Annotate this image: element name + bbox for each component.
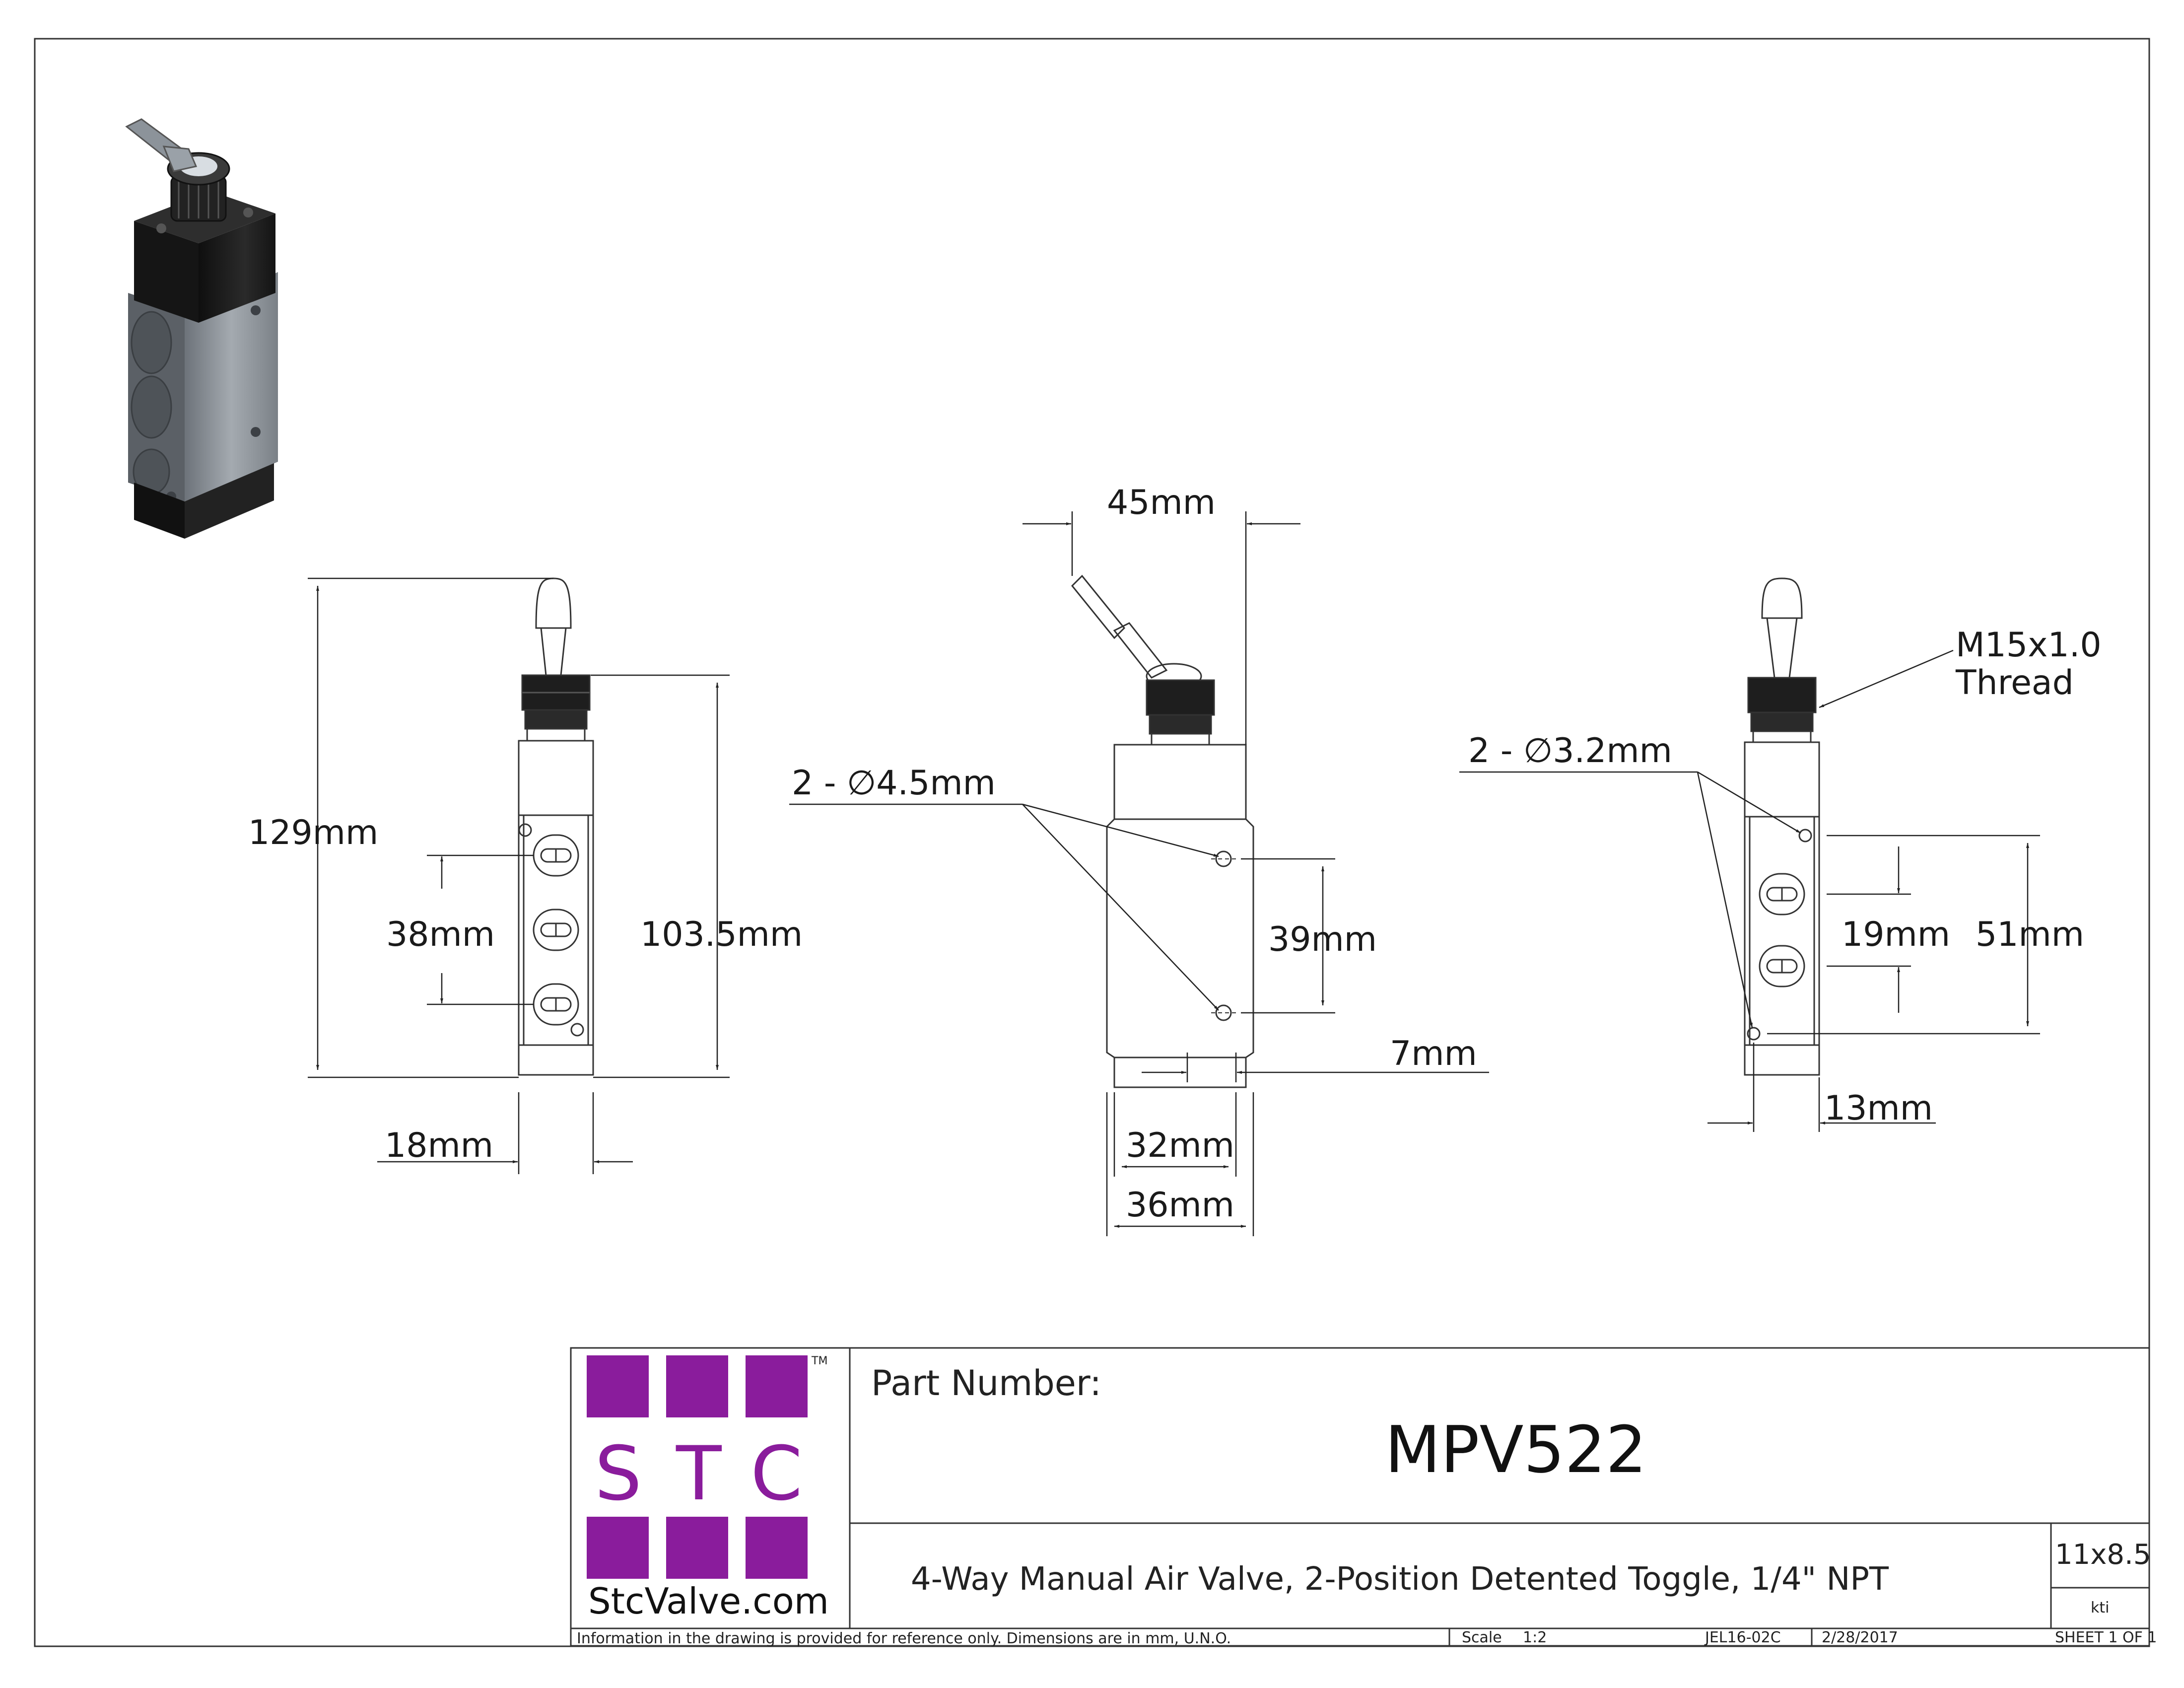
isometric-valve-view bbox=[125, 118, 278, 539]
front-dim-port-pitch: 38mm bbox=[386, 915, 495, 954]
part-description: 4-Way Manual Air Valve, 2-Position Deten… bbox=[911, 1561, 1889, 1598]
side-dim-hole-offset: 7mm bbox=[1390, 1034, 1477, 1073]
front-dim-body-height: 103.5mm bbox=[640, 915, 803, 954]
scale-label: Scale bbox=[1462, 1629, 1502, 1646]
back-dim-thread-line2: Thread bbox=[1955, 663, 2074, 703]
logo-square bbox=[587, 1355, 649, 1417]
title-block bbox=[570, 1347, 2150, 1647]
stc-logo bbox=[587, 1355, 808, 1579]
logo-square bbox=[587, 1517, 649, 1579]
back-dim-hole-callout: 2 - ∅3.2mm bbox=[1468, 731, 1672, 771]
logo-square bbox=[746, 1355, 808, 1417]
sheet-size: 11x8.5 bbox=[2055, 1539, 2151, 1571]
front-view bbox=[518, 577, 594, 1076]
logo-square bbox=[746, 1517, 808, 1579]
side-dim-hole-spacing: 39mm bbox=[1268, 920, 1377, 959]
logo-square bbox=[666, 1355, 728, 1417]
side-dim-outer-width: 36mm bbox=[1126, 1186, 1234, 1225]
front-dim-width: 18mm bbox=[385, 1126, 493, 1165]
side-view-dimensions bbox=[789, 511, 1489, 1236]
logo-letter-c: C bbox=[751, 1431, 803, 1517]
side-dim-hole-callout: 2 - ∅4.5mm bbox=[792, 764, 996, 803]
logo-url: StcValve.com bbox=[588, 1580, 829, 1622]
logo-trademark: TM bbox=[811, 1355, 827, 1367]
back-view-dimensions bbox=[1459, 649, 2040, 1132]
logo-letter-s: S bbox=[595, 1431, 642, 1517]
logo-letter-t: T bbox=[676, 1431, 722, 1517]
back-dim-hole-offset: 13mm bbox=[1824, 1089, 1933, 1128]
drawing-date: 2/28/2017 bbox=[1822, 1629, 1898, 1646]
side-view bbox=[1071, 574, 1254, 1088]
reference-note: Information in the drawing is provided f… bbox=[577, 1630, 1231, 1647]
front-view-dimensions bbox=[308, 577, 730, 1174]
back-dim-hole-spacing: 51mm bbox=[1976, 915, 2084, 954]
side-dim-handle-reach: 45mm bbox=[1107, 483, 1216, 522]
drawing-id: JEL16-02C bbox=[1704, 1629, 1781, 1646]
logo-square bbox=[666, 1517, 728, 1579]
scale-value: 1:2 bbox=[1523, 1629, 1547, 1646]
back-view bbox=[1744, 577, 1820, 1076]
back-dim-thread-line1: M15x1.0 bbox=[1956, 626, 2102, 665]
part-number: MPV522 bbox=[1385, 1412, 1647, 1487]
side-dim-inner-width: 32mm bbox=[1126, 1126, 1234, 1165]
sheet-count: SHEET 1 OF 1 bbox=[2055, 1629, 2157, 1646]
drawn-by: kti bbox=[2091, 1599, 2109, 1617]
part-number-label: Part Number: bbox=[871, 1363, 1101, 1404]
front-dim-overall-height: 129mm bbox=[248, 813, 378, 852]
back-dim-port-pitch: 19mm bbox=[1842, 915, 1950, 954]
